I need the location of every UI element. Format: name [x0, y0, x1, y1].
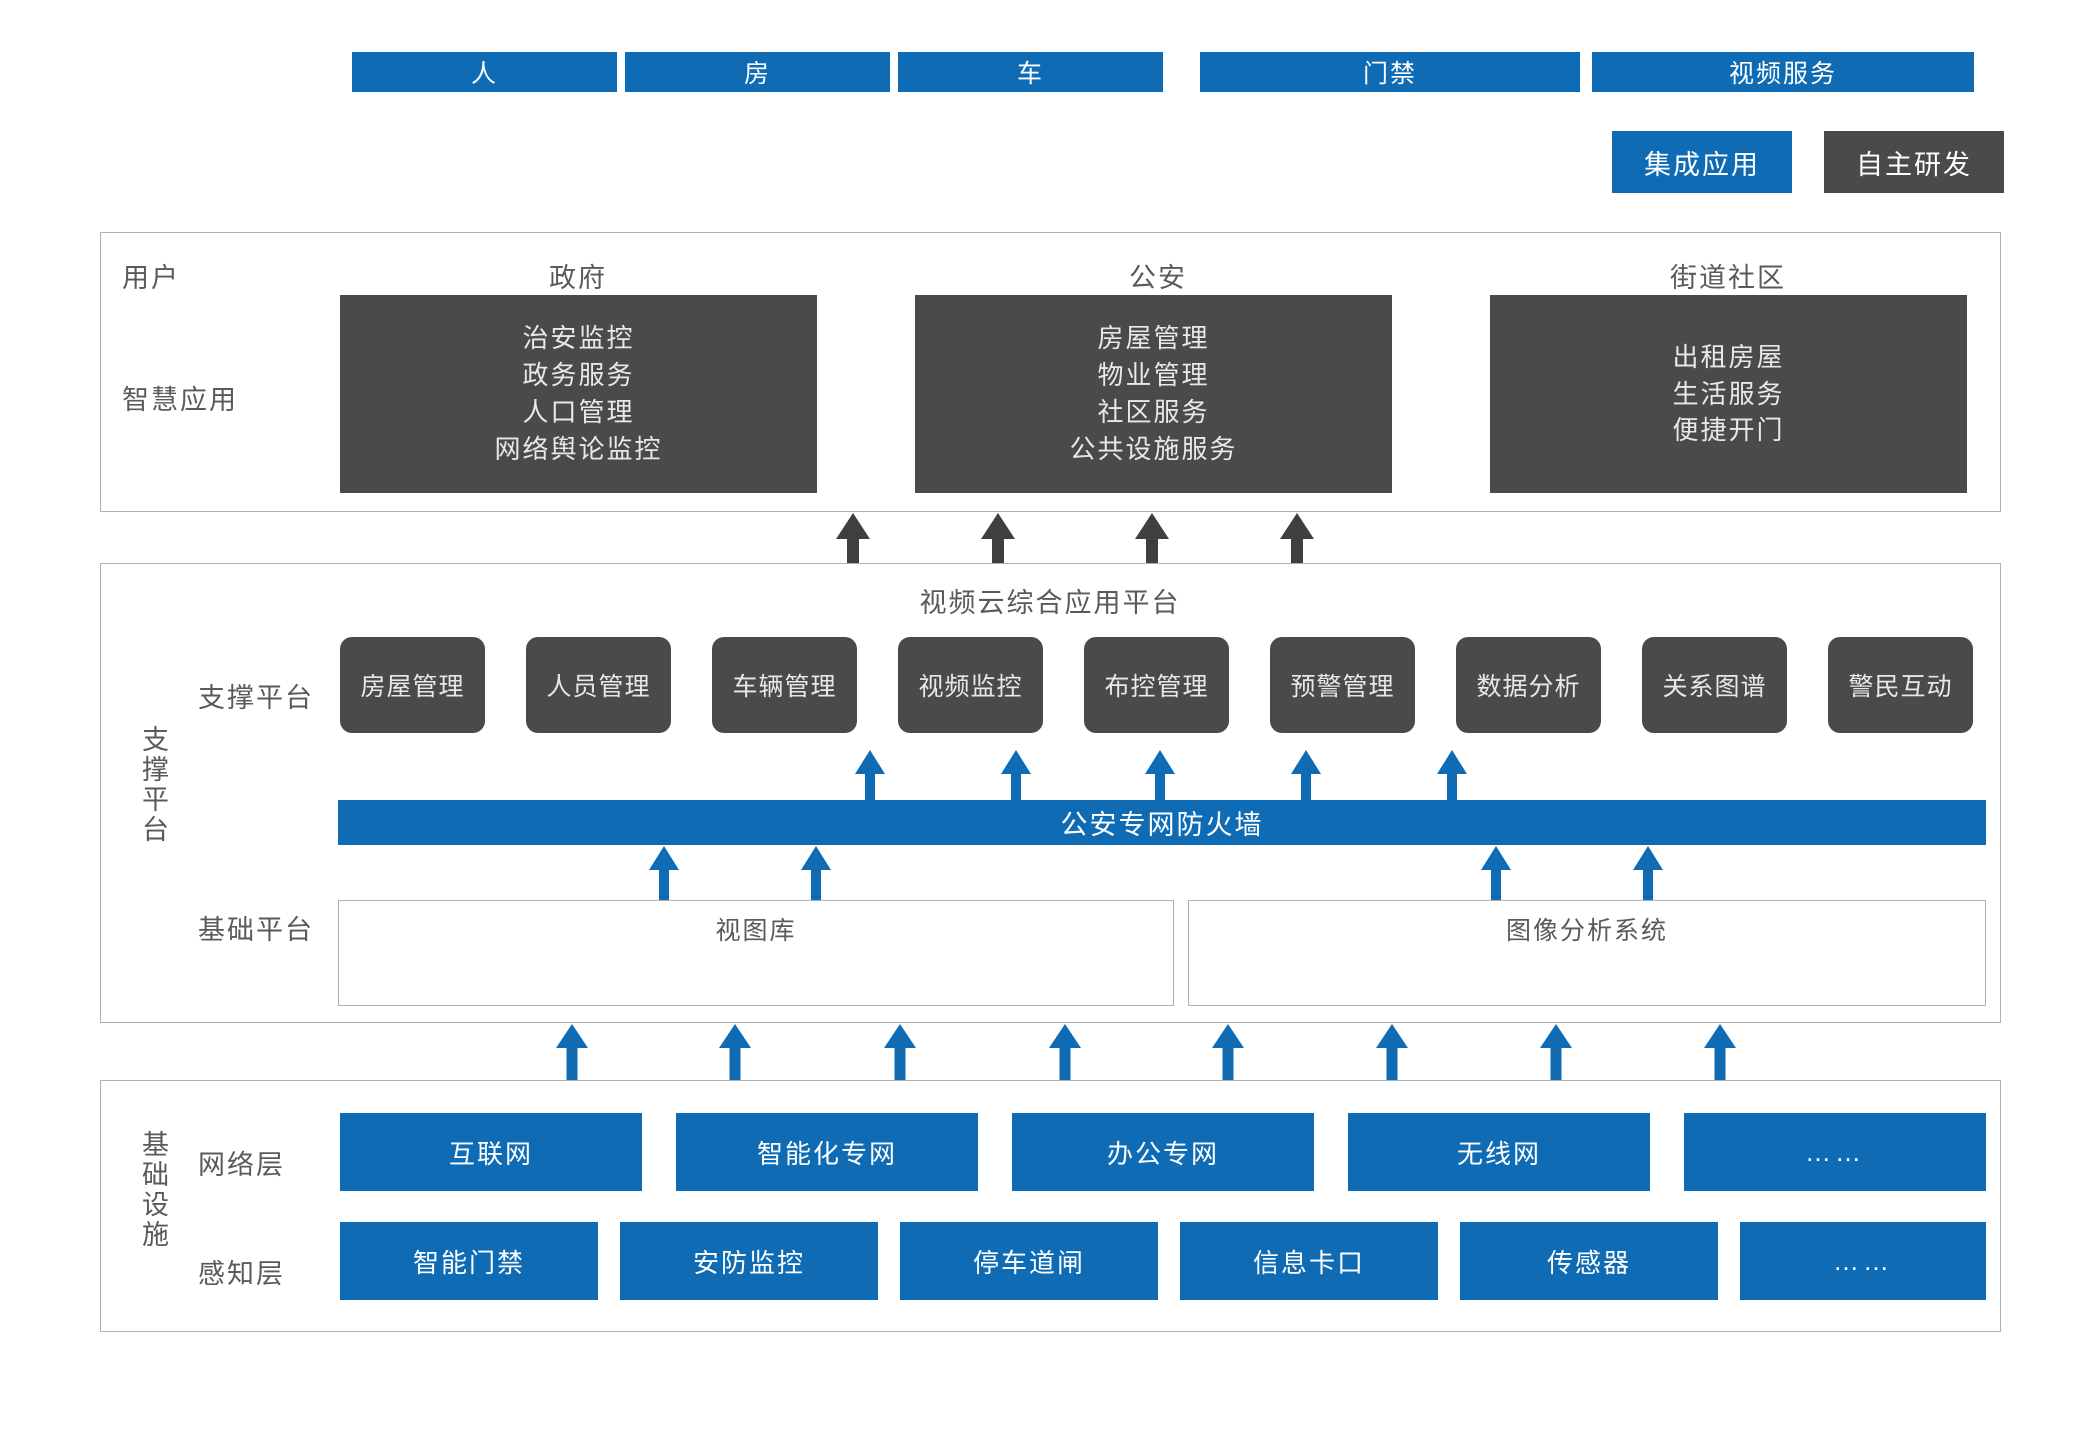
app-item-street-community-2: 便捷开门	[1672, 415, 1785, 446]
base-chip-vehicle[interactable]: 车	[898, 52, 1163, 92]
app-item-government-0: 治安监控	[522, 323, 635, 354]
row-label-base-platform: 基础平台	[198, 915, 314, 945]
sense-item-security-surveillance[interactable]: 安防监控	[620, 1222, 878, 1300]
arrow-firewall-to-support-1	[852, 750, 888, 802]
support-module-housing[interactable]: 房屋管理	[340, 637, 485, 733]
arrow-infrastructure-to-platform-1	[552, 1024, 592, 1080]
support-module-police-public-interaction[interactable]: 警民互动	[1828, 637, 1973, 733]
arrow-firewall-to-support-3	[1142, 750, 1178, 802]
arrow-platform-to-application-4	[1277, 513, 1317, 565]
support-module-deployment-control[interactable]: 布控管理	[1084, 637, 1229, 733]
legend-item-self-developed: 自主研发	[1824, 131, 2004, 193]
app-item-government-2: 人口管理	[522, 397, 635, 427]
base-group-title-image-analysis: 图像分析系统	[1505, 917, 1669, 945]
app-item-street-community-1: 生活服务	[1672, 378, 1785, 409]
app-item-public-security-3: 公共设施服务	[1069, 433, 1238, 464]
network-item-wireless-network[interactable]: 无线网	[1348, 1113, 1650, 1191]
legend-label-self-developed: 自主研发	[1856, 149, 1972, 180]
side-label-infrastructure: 基础设施	[138, 1130, 168, 1250]
app-box-public-security: 房屋管理 物业管理 社区服务 公共设施服务	[915, 295, 1392, 493]
arrow-platform-to-application-1	[833, 513, 873, 565]
base-chip-person[interactable]: 人	[352, 52, 617, 92]
row-label-sense-layer: 感知层	[198, 1259, 285, 1289]
arrow-base-to-firewall-3	[1478, 846, 1514, 900]
arrow-infrastructure-to-platform-5	[1208, 1024, 1248, 1080]
base-chip-access-control[interactable]: 门禁	[1200, 52, 1580, 92]
arrow-infrastructure-to-platform-4	[1045, 1024, 1085, 1080]
app-box-government: 治安监控 政务服务 人口管理 网络舆论监控	[340, 295, 817, 493]
firewall-bar: 公安专网防火墙	[338, 800, 1986, 845]
sense-item-smart-access-control[interactable]: 智能门禁	[340, 1222, 598, 1300]
app-item-public-security-1: 物业管理	[1097, 360, 1210, 391]
app-item-public-security-2: 社区服务	[1097, 397, 1210, 427]
app-column-title-government: 政府	[549, 263, 607, 293]
firewall-label: 公安专网防火墙	[1060, 810, 1264, 840]
network-item-more[interactable]: ……	[1684, 1113, 1986, 1191]
support-module-early-warning[interactable]: 预警管理	[1270, 637, 1415, 733]
arrow-platform-to-application-2	[978, 513, 1018, 565]
app-item-public-security-0: 房屋管理	[1097, 323, 1210, 354]
app-item-government-1: 政务服务	[522, 360, 635, 391]
support-module-personnel[interactable]: 人员管理	[526, 637, 671, 733]
app-item-government-3: 网络舆论监控	[494, 433, 663, 464]
arrow-platform-to-application-3	[1132, 513, 1172, 565]
app-item-street-community-0: 出租房屋	[1672, 341, 1785, 372]
base-group-view-library: 视图库	[338, 900, 1174, 1006]
arrow-firewall-to-support-2	[998, 750, 1034, 802]
network-item-internet[interactable]: 互联网	[340, 1113, 642, 1191]
arrow-infrastructure-to-platform-3	[880, 1024, 920, 1080]
app-box-street-community: 出租房屋 生活服务 便捷开门	[1490, 295, 1967, 493]
app-column-title-public-security: 公安	[1129, 263, 1187, 293]
arrow-firewall-to-support-4	[1288, 750, 1324, 802]
support-module-relationship-graph[interactable]: 关系图谱	[1642, 637, 1787, 733]
row-label-support-platform: 支撑平台	[198, 683, 314, 713]
arrow-infrastructure-to-platform-2	[715, 1024, 755, 1080]
row-label-smart-application: 智慧应用	[122, 385, 238, 415]
support-module-video-surveillance[interactable]: 视频监控	[898, 637, 1043, 733]
row-label-user: 用户	[122, 263, 180, 293]
side-label-support-platform: 支撑平台	[138, 725, 168, 845]
sense-item-more[interactable]: ……	[1740, 1222, 1986, 1300]
platform-title: 视频云综合应用平台	[919, 588, 1181, 618]
network-item-office-private-network[interactable]: 办公专网	[1012, 1113, 1314, 1191]
app-column-title-street-community: 街道社区	[1670, 263, 1786, 293]
arrow-infrastructure-to-platform-7	[1536, 1024, 1576, 1080]
arrow-firewall-to-support-5	[1434, 750, 1470, 802]
support-module-data-analysis[interactable]: 数据分析	[1456, 637, 1601, 733]
base-chip-video-service[interactable]: 视频服务	[1592, 52, 1974, 92]
arrow-infrastructure-to-platform-6	[1372, 1024, 1412, 1080]
legend: 集成应用 自主研发	[1612, 131, 2004, 193]
legend-item-integrated-application: 集成应用	[1612, 131, 1792, 193]
arrow-base-to-firewall-2	[798, 846, 834, 900]
legend-label-integrated: 集成应用	[1644, 149, 1760, 180]
base-chip-house[interactable]: 房	[625, 52, 890, 92]
sense-item-parking-barrier[interactable]: 停车道闸	[900, 1222, 1158, 1300]
sense-item-information-checkpoint[interactable]: 信息卡口	[1180, 1222, 1438, 1300]
row-label-network-layer: 网络层	[198, 1150, 285, 1180]
base-group-title-view-library: 视图库	[715, 917, 797, 945]
arrow-base-to-firewall-4	[1630, 846, 1666, 900]
base-group-image-analysis: 图像分析系统	[1188, 900, 1986, 1006]
arrow-infrastructure-to-platform-8	[1700, 1024, 1740, 1080]
sense-item-sensor[interactable]: 传感器	[1460, 1222, 1718, 1300]
support-module-vehicle[interactable]: 车辆管理	[712, 637, 857, 733]
arrow-base-to-firewall-1	[646, 846, 682, 900]
network-item-intelligent-private-network[interactable]: 智能化专网	[676, 1113, 978, 1191]
